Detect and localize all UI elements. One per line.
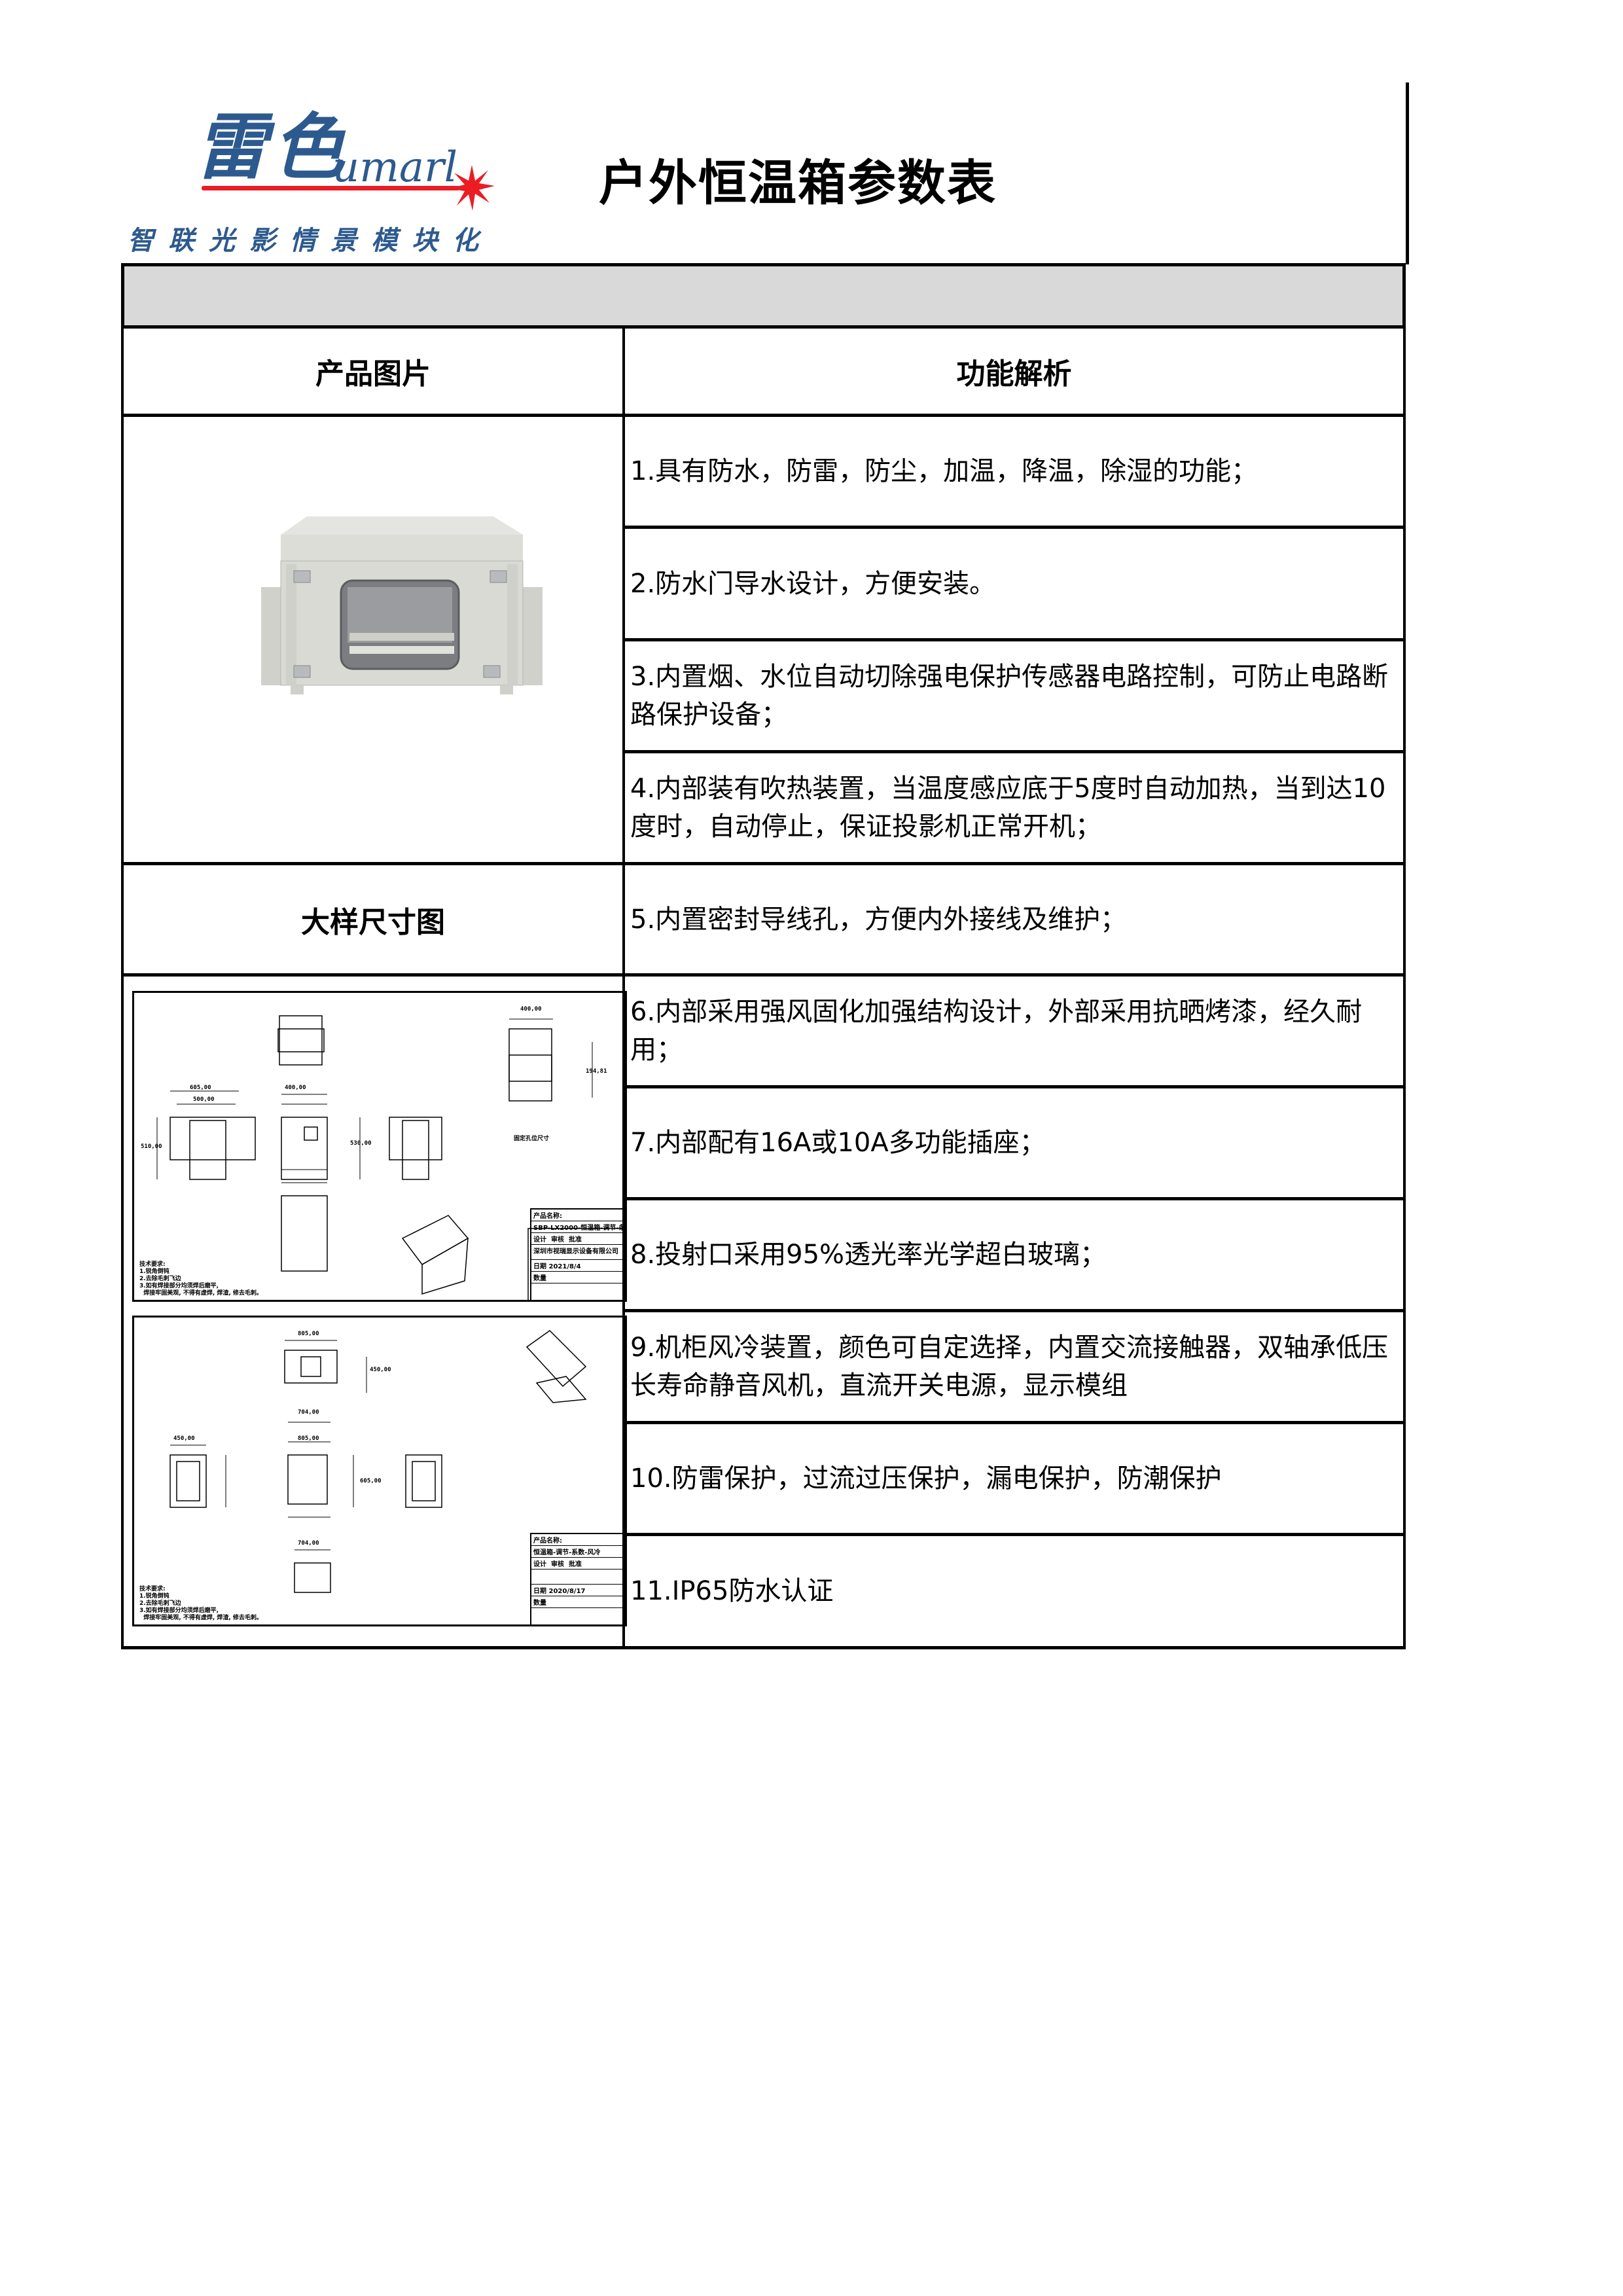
feature-row-1: 1.具有防水，防雷，防尘，加温，降温，除湿的功能； (622, 417, 1406, 529)
tb-roles: 设计 审核 批准 (531, 1558, 625, 1570)
dim-label: 530,00 (350, 1140, 372, 1147)
feature-row-5: 5.内置密封导线孔，方便内外接线及维护； (622, 865, 1406, 977)
dim-label: 400,00 (520, 1006, 542, 1013)
feature-row-2: 2.防水门导水设计，方便安装。 (622, 529, 1406, 641)
title-block: 产品名称: SBP-LX2000-恒温箱-调节-条款-参数 设计 审核 批准 深… (530, 1208, 625, 1300)
tb-qty: 数量 (531, 1272, 625, 1283)
drawings-cell: 400,00 605,00 500,00 510,00 530,00 400,0… (121, 977, 627, 1649)
tb-date: 日期 2021/8/4 (531, 1260, 625, 1272)
feature-row-9: 9.机柜风冷装置，颜色可自定选择，内置交流接触器，双轴承低压长寿命静音风机，直流… (622, 1312, 1406, 1424)
feature-row-10: 10.防雷保护，过流过压保护，漏电保护，防潮保护 (622, 1424, 1406, 1536)
feature-row-3: 3.内置烟、水位自动切除强电保护传感器电路控制，可防止电路断路保护设备； (622, 641, 1406, 753)
page-title: 户外恒温箱参数表 (599, 155, 997, 211)
laser-line-icon (202, 186, 460, 190)
feature-row-6: 6.内部采用强风固化加强结构设计，外部采用抗晒烤漆，经久耐用； (622, 977, 1406, 1088)
feature-row-11: 11.IP65防水认证 (622, 1536, 1406, 1649)
tb-role: 设计 (533, 1561, 546, 1568)
dim-label: 510,00 (141, 1143, 162, 1150)
table-banner (121, 263, 1406, 329)
drawing-header: 大样尺寸图 (121, 865, 625, 977)
dim-label: 704,00 (298, 1409, 319, 1416)
tb-role: 审核 (550, 1236, 564, 1244)
tb-roles: 设计 审核 批准 (531, 1233, 625, 1245)
tb-product-name: 恒温箱-调节-系数-风冷 (531, 1546, 625, 1558)
logo-brand-cn: 雷色 (195, 105, 349, 189)
tb-role: 批准 (568, 1236, 582, 1244)
dim-label: 605,00 (190, 1085, 211, 1091)
dim-label: 704,00 (298, 1540, 319, 1547)
tech-notes: 技术要求: 1.锐角倒钝 2.去除毛刺飞边 3.如有焊接部分均须焊后磨平, 焊接… (139, 1586, 262, 1621)
dim-label: 400,00 (285, 1085, 306, 1091)
header-right-rule (1406, 82, 1409, 264)
dimension-drawing-2: 805,00 704,00 450,00 805,00 605,00 704,0… (132, 1316, 627, 1626)
dim-label: 194,81 (586, 1068, 607, 1075)
feature-row-7: 7.内部配有16A或10A多功能插座； (622, 1088, 1406, 1200)
tb-date-label: 日期 (533, 1588, 546, 1595)
drawing-caption: 固定孔位尺寸 (514, 1136, 550, 1142)
tb-company: 深圳市视瑞显示设备有限公司 (531, 1245, 625, 1260)
dim-label: 500,00 (193, 1096, 215, 1103)
starburst-icon (449, 165, 495, 211)
feature-row-4: 4.内部装有吹热装置，当温度感应底于5度时自动加热，当到达10度时，自动停止，保… (622, 753, 1406, 865)
dim-label: 805,00 (298, 1331, 319, 1337)
tb-product-name: SBP-LX2000-恒温箱-调节-条款-参数 (531, 1221, 625, 1233)
spec-table: 产品图片 功能解析 大样尺寸图 (121, 263, 1409, 1649)
header-product-image: 产品图片 (121, 329, 625, 417)
dim-label: 450,00 (173, 1435, 195, 1442)
drawing-views-2 (169, 1330, 587, 1593)
dim-label: 605,00 (360, 1478, 382, 1484)
dimension-drawing-1: 400,00 605,00 500,00 510,00 530,00 400,0… (132, 991, 627, 1302)
tb-role: 设计 (533, 1236, 546, 1244)
product-photo-cell (121, 417, 625, 865)
tb-role: 审核 (550, 1561, 564, 1568)
tb-role: 批准 (568, 1561, 582, 1568)
logo-brand-en: umarl (332, 143, 458, 192)
tb-qty: 数量 (531, 1596, 625, 1608)
title-block: 产品名称: 恒温箱-调节-系数-风冷 设计 审核 批准 日期 2020/8/17… (530, 1533, 625, 1624)
company-logo: 雷色 umarl (195, 105, 509, 211)
tech-notes: 技术要求: 1.锐角倒钝 2.去除毛刺飞边 3.如有焊接部分均须焊后磨平, 焊接… (139, 1261, 262, 1297)
tb-date: 日期 2020/8/17 (531, 1585, 625, 1596)
logo-tagline: 智联光影情景模块化 (128, 225, 493, 256)
tb-date-value: 2021/8/4 (548, 1263, 581, 1270)
feature-row-8: 8.投射口采用95%透光率光学超白玻璃； (622, 1200, 1406, 1312)
header-features: 功能解析 (622, 329, 1406, 417)
tb-company (531, 1570, 625, 1585)
drawing-views-1 (156, 1015, 625, 1300)
dim-label: 805,00 (298, 1435, 319, 1442)
tb-product-label: 产品名称: (531, 1534, 625, 1546)
product-photo (261, 516, 543, 694)
tb-product-label: 产品名称: (531, 1210, 625, 1221)
tb-date-value: 2020/8/17 (548, 1588, 586, 1595)
dim-label: 450,00 (370, 1367, 391, 1373)
tb-date-label: 日期 (533, 1263, 546, 1270)
